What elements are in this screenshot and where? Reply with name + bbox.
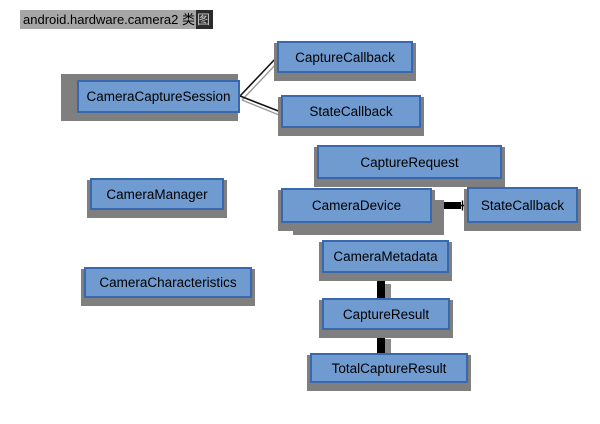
node-label: StateCallback (309, 104, 393, 119)
diagram-title-last-char: 图 (195, 10, 213, 29)
node-camera-metadata: CameraMetadata (322, 240, 449, 273)
node-label: CaptureResult (342, 306, 430, 322)
node-state-callback-session: StateCallback (281, 95, 421, 128)
association-state-callback (239, 95, 282, 113)
node-capture-request: CaptureRequest (317, 145, 502, 179)
node-capture-result: CaptureResult (322, 298, 450, 330)
node-label: TotalCaptureResult (331, 360, 447, 376)
node-total-capture-result: TotalCaptureResult (310, 353, 468, 383)
node-label: StateCallback (480, 197, 565, 213)
node-capture-callback: CaptureCallback (277, 41, 413, 73)
node-camera-manager: CameraManager (90, 178, 224, 210)
node-label: CaptureCallback (295, 49, 395, 65)
node-camera-device: CameraDevice (281, 188, 432, 223)
node-state-callback-device: StateCallback (467, 187, 578, 223)
node-label: CaptureRequest (360, 154, 459, 170)
diagram-title-text: android.hardware.camera2 类 (20, 10, 196, 29)
node-camera-capture-session: CameraCaptureSession (77, 80, 240, 113)
node-label: CameraDevice (311, 198, 402, 213)
node-label: CameraManager (106, 186, 208, 202)
link-cameradevice-statecallback (432, 200, 467, 211)
node-label: CameraMetadata (333, 249, 438, 264)
association-capture-callback (239, 56, 278, 97)
node-label: CameraCaptureSession (86, 89, 231, 104)
diagram-title: android.hardware.camera2 类图 (20, 9, 213, 29)
node-label: CameraCharacteristics (99, 275, 237, 290)
node-camera-characteristics: CameraCharacteristics (84, 267, 252, 298)
